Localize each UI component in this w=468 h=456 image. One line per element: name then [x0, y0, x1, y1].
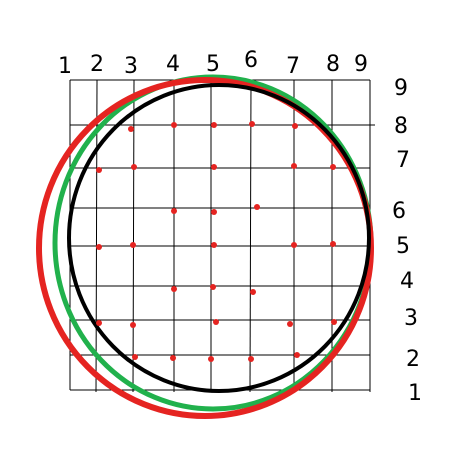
top-label: 8: [326, 52, 340, 77]
dot: [211, 122, 217, 128]
right-label: 5: [396, 234, 410, 259]
dot: [211, 164, 217, 170]
dot: [131, 164, 137, 170]
right-label: 6: [392, 199, 406, 224]
dot: [291, 242, 297, 248]
dot: [213, 319, 219, 325]
dot: [96, 167, 102, 173]
top-label: 5: [206, 52, 220, 77]
dot: [211, 209, 217, 215]
right-label: 3: [404, 306, 418, 331]
dot: [248, 356, 254, 362]
dot: [330, 164, 336, 170]
right-label: 2: [406, 347, 420, 372]
dot: [211, 242, 217, 248]
dot: [132, 354, 138, 360]
dot: [254, 204, 260, 210]
dot: [96, 244, 102, 250]
dot: [171, 286, 177, 292]
dot: [291, 163, 297, 169]
dots: [96, 121, 337, 362]
top-label: 1: [58, 54, 72, 79]
dot: [171, 122, 177, 128]
red-circle: [36, 77, 374, 419]
dot: [128, 126, 134, 132]
dot: [287, 321, 293, 327]
dot: [294, 352, 300, 358]
dot: [249, 121, 255, 127]
top-label: 4: [166, 52, 180, 77]
grid-line-v6: [249, 79, 252, 393]
dot: [96, 320, 102, 326]
top-label: 2: [90, 52, 104, 77]
top-label: 9: [354, 52, 368, 77]
dot: [171, 208, 177, 214]
dot: [210, 284, 216, 290]
dot: [170, 355, 176, 361]
dot: [250, 289, 256, 295]
dot: [130, 242, 136, 248]
right-label: 4: [400, 269, 414, 294]
grid-line-v3: [132, 79, 135, 393]
dot: [330, 241, 336, 247]
top-labels: 1 2 3 4 5 6 7 8 9: [58, 48, 368, 79]
right-label: 7: [396, 148, 410, 173]
right-label: 9: [394, 76, 408, 101]
right-label: 8: [394, 114, 408, 139]
right-label: 1: [408, 381, 422, 406]
dot: [331, 319, 337, 325]
dot: [130, 322, 136, 328]
top-label: 6: [244, 48, 258, 73]
dot: [292, 123, 298, 129]
top-label: 3: [124, 54, 138, 79]
right-labels: 9 8 7 6 5 4 3 2 1: [392, 76, 422, 406]
top-label: 7: [286, 54, 300, 79]
black-circle: [67, 83, 371, 393]
dot: [208, 356, 214, 362]
